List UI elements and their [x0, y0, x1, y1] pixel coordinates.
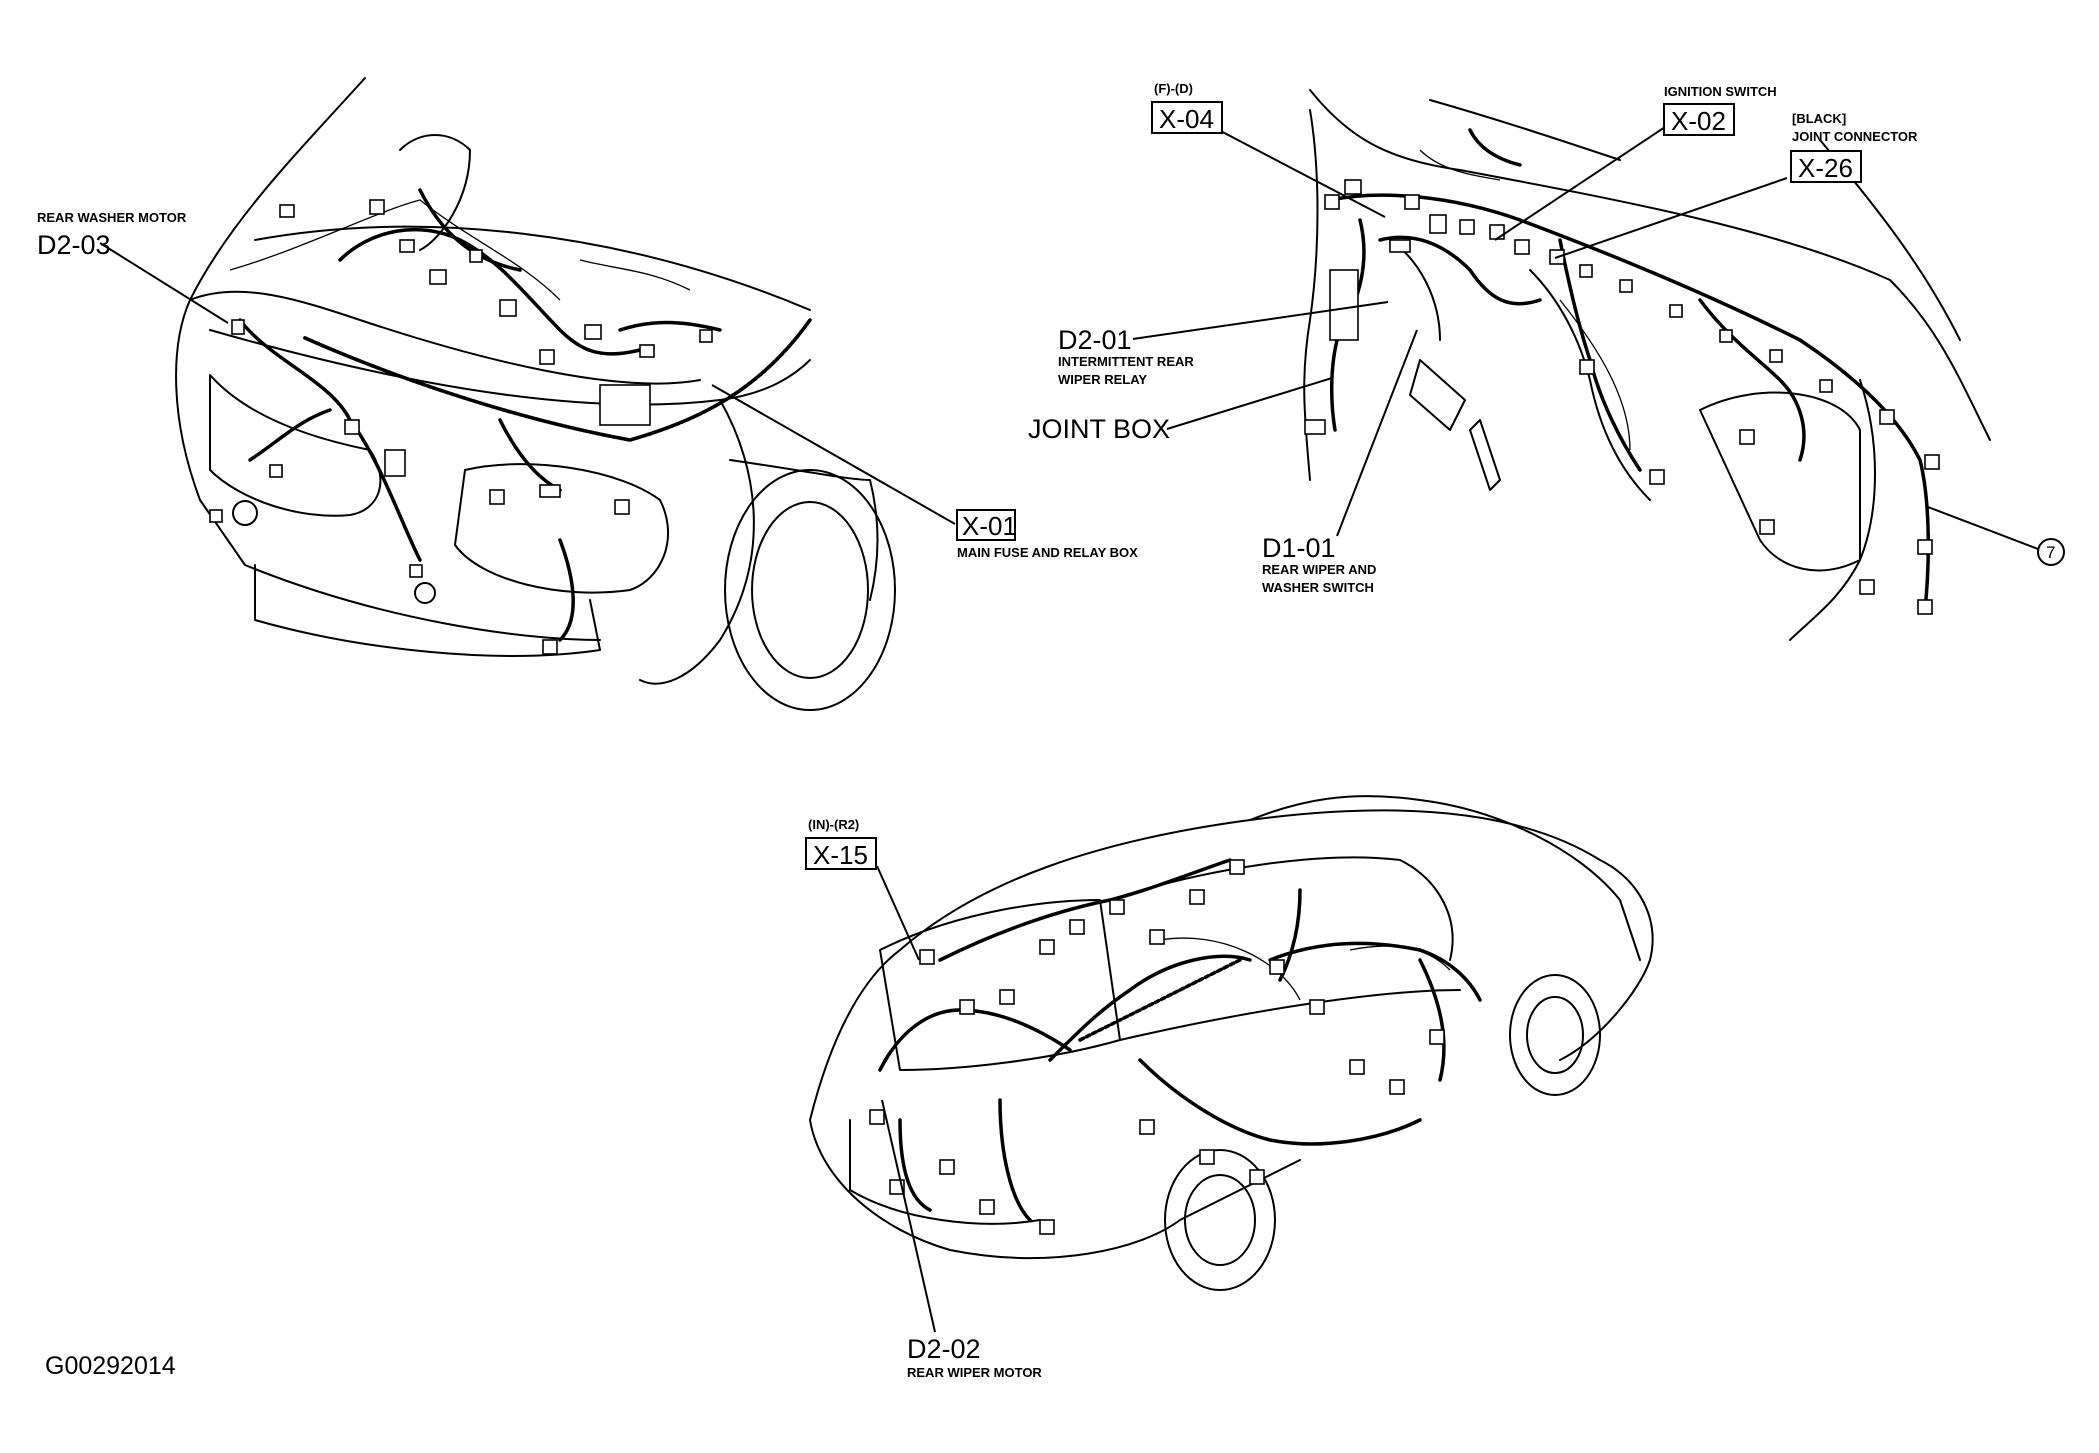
label-x-01-desc: MAIN FUSE AND RELAY BOX: [957, 545, 1138, 560]
label-d2-03: REAR WASHER MOTOR D2-03: [37, 210, 187, 260]
figure-id: G00292014: [45, 1352, 176, 1380]
label-x-02-desc: IGNITION SWITCH: [1664, 84, 1777, 99]
label-x-26: [BLACK] JOINT CONNECTOR X-26: [1790, 111, 1918, 183]
label-x-26-desc-0: [BLACK]: [1792, 111, 1846, 126]
label-x-15: (IN)-(R2) X-15: [805, 817, 877, 870]
label-d2-02-desc: REAR WIPER MOTOR: [907, 1365, 1042, 1380]
label-d2-01: D2-01 INTERMITTENT REAR WIPER RELAY: [1058, 325, 1194, 387]
label-d1-01-desc-0: REAR WIPER AND: [1262, 562, 1376, 577]
label-d2-01-desc-1: WIPER RELAY: [1058, 372, 1147, 387]
leader-d1-01: [1336, 329, 1418, 537]
leader-d2-02: [881, 1099, 936, 1333]
leader-lines: [99, 126, 2039, 1333]
label-x-26-code: X-26: [1798, 153, 1853, 183]
label-ref-7: 7: [2037, 538, 2065, 566]
label-joint-box-text: JOINT BOX: [1028, 414, 1170, 444]
label-d2-02: D2-02 REAR WIPER MOTOR: [907, 1334, 1042, 1380]
engine-bay-view: [175, 77, 896, 711]
leader-ref-7: [1927, 506, 2039, 550]
leader-x-02: [1494, 126, 1666, 241]
label-x-02-code: X-02: [1671, 106, 1726, 136]
label-x-01: X-01 MAIN FUSE AND RELAY BOX: [956, 509, 1138, 560]
label-d2-01-code: D2-01: [1058, 325, 1132, 355]
label-x-02: IGNITION SWITCH X-02: [1663, 84, 1777, 136]
label-x-04-desc: (F)-(D): [1154, 81, 1193, 96]
leader-x-04: [1212, 126, 1386, 218]
label-d1-01: D1-01 REAR WIPER AND WASHER SWITCH: [1262, 533, 1376, 595]
label-d1-01-desc-1: WASHER SWITCH: [1262, 580, 1374, 595]
rear-body-view: [809, 795, 1654, 1291]
label-x-15-desc: (IN)-(R2): [808, 817, 859, 832]
leader-x-26: [1554, 177, 1788, 259]
leader-x-01: [711, 384, 956, 525]
label-joint-box: JOINT BOX: [1028, 414, 1170, 444]
label-x-15-code: X-15: [813, 840, 868, 870]
leader-d2-03: [99, 242, 229, 324]
label-x-01-code: X-01: [962, 511, 1017, 541]
label-x-04: (F)-(D) X-04: [1151, 81, 1223, 134]
leader-joint-box: [1166, 377, 1333, 430]
label-d2-03-desc: REAR WASHER MOTOR: [37, 210, 187, 225]
label-d2-01-desc-0: INTERMITTENT REAR: [1058, 354, 1194, 369]
label-d2-03-code: D2-03: [37, 230, 111, 260]
leader-d2-01: [1132, 301, 1389, 340]
leader-x-15: [876, 865, 920, 961]
label-d1-01-code: D1-01: [1262, 533, 1336, 563]
instrument-panel-view: [1303, 89, 1991, 641]
label-x-26-desc-1: JOINT CONNECTOR: [1792, 129, 1918, 144]
label-d2-02-code: D2-02: [907, 1334, 981, 1364]
label-ref-7-text: 7: [2046, 543, 2055, 562]
label-x-04-code: X-04: [1159, 104, 1214, 134]
